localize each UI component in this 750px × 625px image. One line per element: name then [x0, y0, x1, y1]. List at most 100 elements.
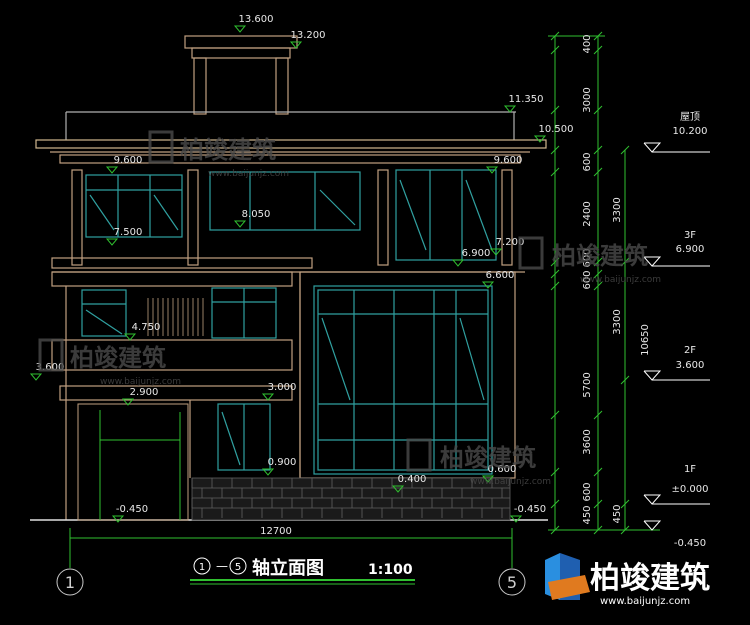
stair-tower-cap-2: [191, 47, 291, 59]
floor-1f-value: ±0.000: [671, 484, 708, 495]
elev-minus-0450-left: -0.450: [116, 504, 148, 515]
floor-roof-name: 屋顶: [680, 111, 700, 123]
brick-plinth: [191, 477, 511, 521]
dim-tick: [550, 499, 560, 509]
watermark-logo-1: 柏竣建筑 www.baijunjz.com: [148, 130, 289, 179]
third-floor-cornice: [59, 154, 521, 164]
vertical-dimensions: 400 3000 600 2400 600 600 5700 3600 600 …: [582, 34, 651, 524]
elev-10500: 10.500: [539, 124, 574, 135]
elevation-mark: [261, 393, 275, 401]
svg-text:www.baijunjz.com: www.baijunjz.com: [580, 275, 661, 285]
elev-2900: 2.900: [130, 387, 159, 398]
total-width-dim: 12700: [260, 526, 292, 537]
brand-mark-icon: [545, 553, 590, 600]
vdim-600-a: 600: [582, 152, 593, 171]
vdim-10650-label: 10650: [640, 324, 651, 356]
elevation-mark: [503, 105, 517, 113]
dim-tick: [550, 45, 560, 55]
elev-6900: 6.900: [462, 248, 491, 259]
floor-3f-name: 3F: [684, 230, 696, 241]
vdim-3300-a: 3300: [612, 197, 623, 222]
dim-tick: [593, 410, 603, 420]
balustrade-2f: [147, 298, 204, 336]
dim-tick: [593, 167, 603, 177]
floor-3f-value: 6.900: [676, 244, 705, 255]
floor-1f-name: 1F: [684, 464, 696, 475]
title-text: 轴立面图: [252, 557, 324, 579]
vdim-450: 450: [582, 505, 593, 524]
window-3f-mid: [209, 171, 361, 231]
window-1f: [217, 403, 271, 471]
bottom-level: -0.450: [674, 538, 706, 549]
dim-tick: [593, 525, 603, 535]
vdim-2400: 2400: [582, 201, 593, 226]
dim-tick: [593, 281, 603, 291]
elev-3000: 3.000: [268, 382, 297, 393]
floor-levels: 屋顶 10.200 3F 6.900 2F 3.600 1F ±0.000 -0…: [671, 111, 708, 549]
window-2f-mid: [211, 287, 277, 339]
window-2f-left: [81, 289, 127, 337]
vdim-3600: 3600: [582, 429, 593, 454]
floor-level-symbols: [643, 142, 710, 531]
elevation-mark: [489, 248, 503, 256]
elevation-mark: [111, 515, 125, 523]
brand-logo: 柏竣建筑 www.baijunjz.com: [545, 553, 710, 607]
elev-0400: 0.400: [398, 474, 427, 485]
dim-tick: [593, 105, 603, 115]
dim-tick: [620, 525, 630, 535]
slab-1f-2f: [59, 385, 293, 401]
elev-4750: 4.750: [132, 322, 161, 333]
elev-7500: 7.500: [114, 227, 143, 238]
floor-roof-value: 10.200: [673, 126, 708, 137]
dim-tick: [550, 145, 560, 155]
svg-text:柏竣建筑: 柏竣建筑: [552, 242, 648, 270]
dim-tick: [593, 467, 603, 477]
dim-tick: [550, 105, 560, 115]
dim-tick: [620, 257, 630, 267]
svg-text:柏竣建筑: 柏竣建筑: [180, 136, 276, 164]
dim-tick: [550, 281, 560, 291]
svg-text:www.baijunjz.com: www.baijunjz.com: [100, 377, 181, 387]
dim-tick: [593, 45, 603, 55]
vdim-400: 400: [582, 34, 593, 53]
column-3f-4: [501, 169, 513, 266]
column-3f-2: [187, 169, 199, 266]
elevation-mark: [233, 25, 247, 33]
elevation-mark: [451, 259, 465, 267]
elev-0900: 0.900: [268, 457, 297, 468]
title-axis-5: 5: [235, 562, 241, 573]
title-dash: —: [216, 559, 228, 573]
axis-circle-1: [56, 568, 84, 596]
svg-text:www.baijunjz.com: www.baijunjz.com: [208, 169, 289, 179]
dim-tick: [593, 31, 603, 41]
balcony-band-3f: [51, 257, 313, 269]
dim-tick: [550, 31, 560, 41]
stair-tower-col-left: [193, 57, 207, 115]
column-3f-1: [71, 169, 83, 266]
elevation-mark: [481, 281, 495, 289]
dim-tick: [593, 499, 603, 509]
axis-markers: [56, 568, 526, 596]
elevation-mark: [105, 238, 119, 246]
brand-url: www.baijunjz.com: [600, 596, 690, 607]
dim-tick: [550, 269, 560, 279]
elev-9600-right: 9.600: [494, 155, 523, 166]
elevation-mark: [121, 398, 135, 406]
vdim-3300-b: 3300: [612, 309, 623, 334]
dim-tick: [593, 269, 603, 279]
axis-circle-5: [498, 568, 526, 596]
elevation-mark: [485, 166, 499, 174]
dimension-lines: [69, 35, 660, 568]
elevation-mark: [289, 41, 303, 49]
dim-tick: [593, 257, 603, 267]
elev-11350: 11.350: [509, 94, 544, 105]
garage-door: [77, 403, 189, 521]
elevation-mark: [533, 135, 547, 143]
watermarks: 柏竣建筑 www.baijunjz.com 柏竣建筑 www.baijunjz.…: [38, 130, 661, 487]
brand-name: 柏竣建筑: [590, 561, 710, 596]
elev-minus-0450-right: -0.450: [514, 504, 546, 515]
watermark-logo-3: 柏竣建筑 www.baijunjz.com: [38, 338, 181, 387]
window-3f-right: [395, 169, 497, 261]
